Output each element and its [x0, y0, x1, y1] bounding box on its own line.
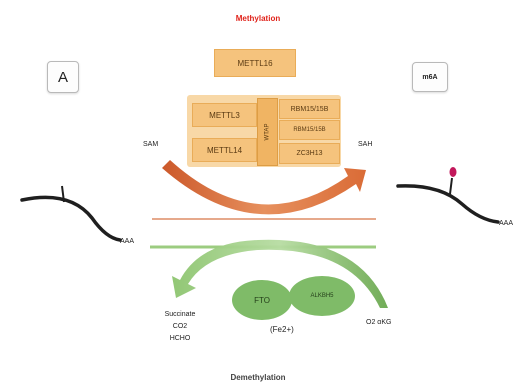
product-co2: CO2 — [172, 323, 188, 330]
product-hcho: HCHO — [169, 335, 191, 342]
fto-eraser: FTO — [232, 280, 292, 320]
poly-a-tail-left: AAA — [120, 238, 135, 245]
demethylation-products: Succinate CO2 HCHO — [160, 309, 200, 345]
mettl16-box: METTL16 — [214, 49, 296, 77]
adenosine-stem-right — [449, 177, 453, 195]
demethylation-arrow — [172, 239, 388, 308]
methylation-arrow — [162, 160, 366, 215]
product-succinate: Succinate — [164, 311, 196, 318]
zc3h13-box: ZC3H13 — [279, 143, 340, 164]
rbm15-box: RBM15/15B — [279, 99, 340, 119]
mettl3-box: METTL3 — [192, 103, 257, 127]
adenosine-stem-left — [61, 185, 65, 203]
panel-label: A — [47, 61, 79, 93]
methylation-title: Methylation — [235, 14, 281, 23]
rna-strand-right — [396, 184, 500, 224]
demethylation-title: Demethylation — [230, 373, 286, 382]
iron-cofactor: (Fe2+) — [270, 325, 294, 334]
modification-label: m6A — [412, 62, 448, 92]
rbm15b-box: RBM15/15B — [279, 120, 340, 140]
alkbh5-eraser: ALKBH5 — [289, 276, 355, 316]
rna-strand-left — [20, 195, 122, 242]
oxygen-akg-input: O2 αKG — [366, 319, 392, 326]
m6a-mark — [449, 167, 457, 177]
wtap-box: WTAP — [257, 98, 278, 166]
mettl14-box: METTL14 — [192, 138, 257, 162]
poly-a-tail-right: AAA — [499, 220, 514, 227]
sah-label: SAH — [358, 141, 373, 148]
sam-label: SAM — [143, 141, 159, 148]
